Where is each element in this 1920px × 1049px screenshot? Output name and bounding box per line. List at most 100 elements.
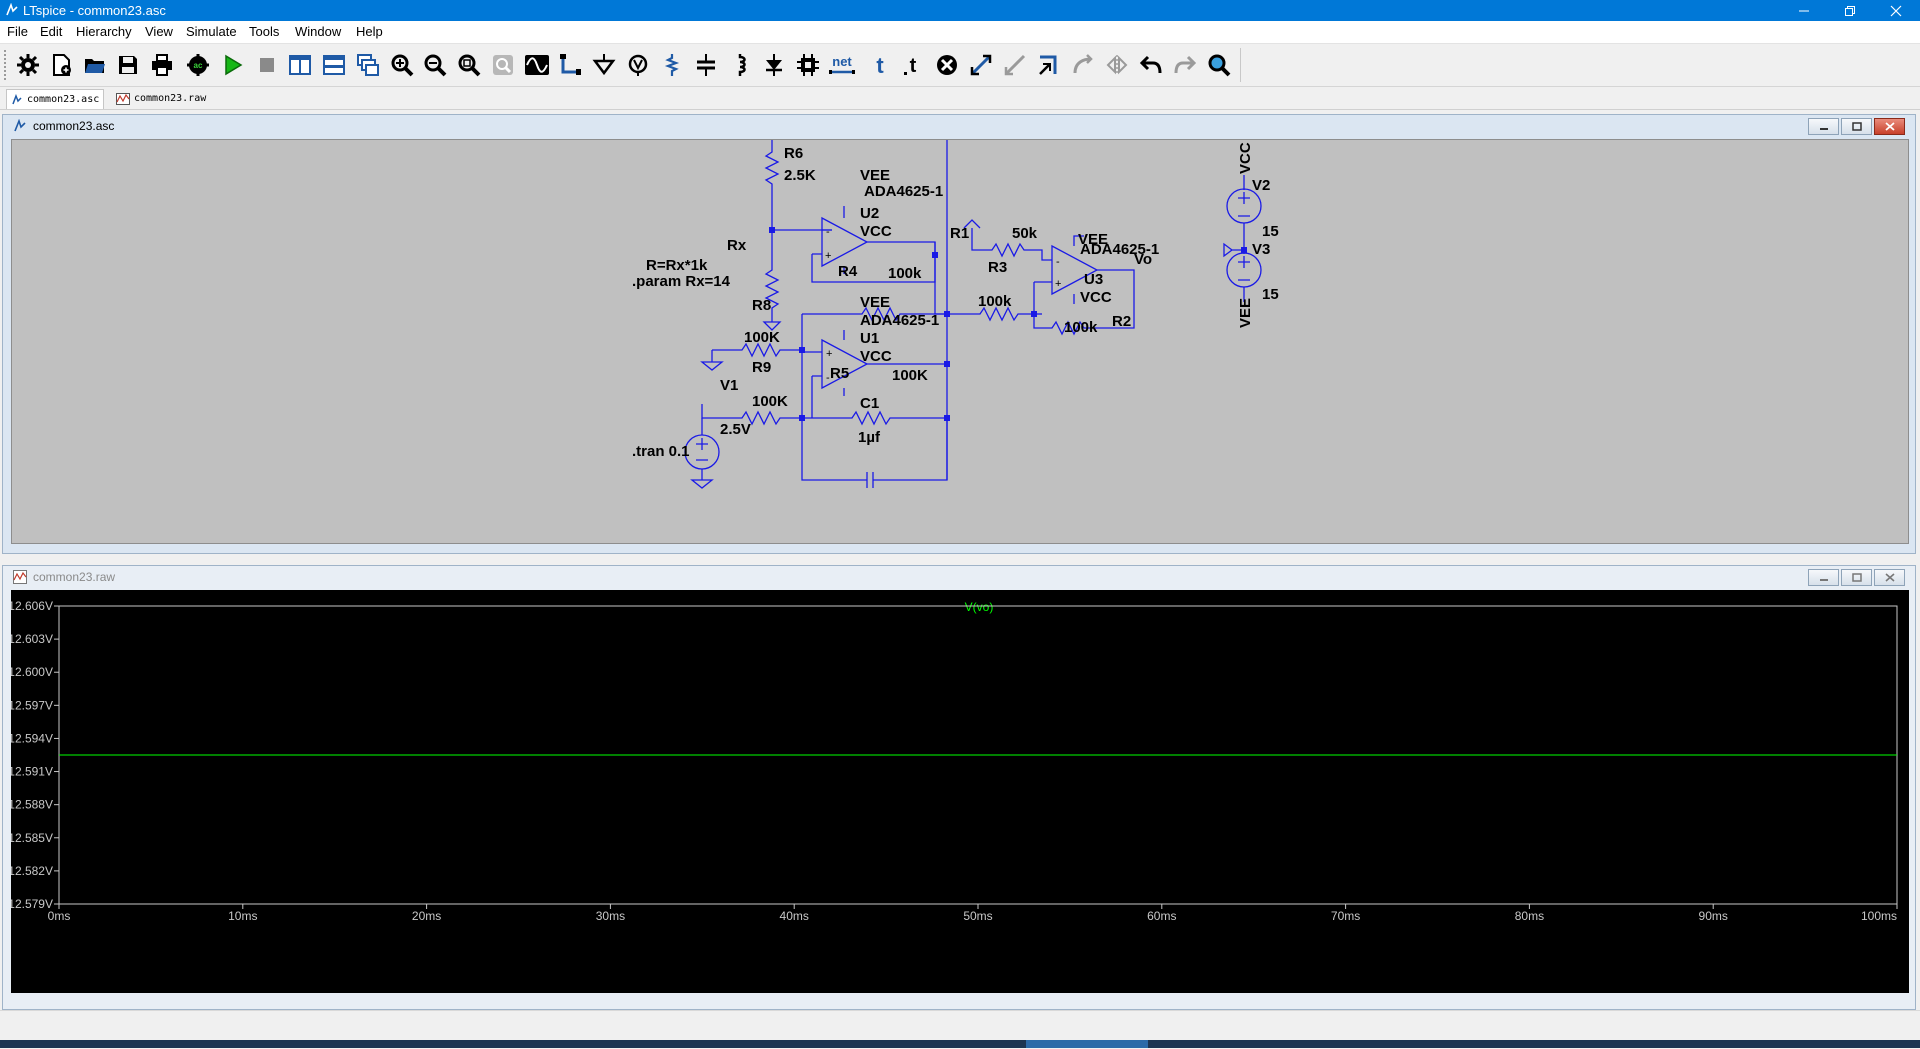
redo-button[interactable] <box>1171 51 1199 79</box>
schematic-window-title: common23.asc <box>33 119 115 133</box>
print-button[interactable] <box>148 51 176 79</box>
x-tick-label: 10ms <box>228 909 257 923</box>
resistor-icon <box>664 54 680 76</box>
rotate-button[interactable] <box>1035 51 1063 79</box>
wire-button[interactable] <box>556 51 584 79</box>
r3-value: 100k <box>978 293 1012 310</box>
resistor-button[interactable] <box>658 51 686 79</box>
flip-button[interactable] <box>1103 51 1131 79</box>
u3-vcc: VCC <box>1080 289 1112 306</box>
toolbar-grip[interactable] <box>4 50 10 80</box>
menu-tools[interactable]: Tools <box>249 24 280 39</box>
undo-button[interactable] <box>1137 51 1165 79</box>
waveform-close-button[interactable] <box>1874 569 1905 586</box>
ac-analysis-button[interactable]: ac <box>184 51 212 79</box>
taskbar <box>0 1040 1920 1048</box>
control-panel-button[interactable] <box>14 51 42 79</box>
save-icon <box>119 56 137 74</box>
r2-value: 100k <box>1064 319 1098 336</box>
menu-help[interactable]: Help <box>356 24 383 39</box>
taskbar-active-item[interactable] <box>1026 1040 1148 1048</box>
r4-label: R4 <box>838 263 858 280</box>
autorange-button[interactable] <box>523 51 551 79</box>
halt-button[interactable] <box>253 51 281 79</box>
zoom-fit-button[interactable] <box>455 51 483 79</box>
halt-icon <box>260 58 274 72</box>
v3-label: V3 <box>1252 241 1270 258</box>
menu-bar: File Edit Hierarchy View Simulate Tools … <box>0 21 1920 44</box>
zoom-in-button[interactable] <box>388 51 416 79</box>
new-schematic-button[interactable] <box>48 51 76 79</box>
zoom-out-button[interactable] <box>421 51 449 79</box>
schematic-maximize-button[interactable] <box>1841 118 1872 135</box>
tile-horizontal-button[interactable] <box>320 51 348 79</box>
svg-text:+: + <box>1055 278 1061 290</box>
label-button[interactable] <box>624 51 652 79</box>
move-button[interactable] <box>967 51 995 79</box>
delete-button[interactable] <box>933 51 961 79</box>
waveform-maximize-button[interactable] <box>1841 569 1872 586</box>
ground-button[interactable] <box>590 51 618 79</box>
schematic-window-titlebar[interactable]: common23.asc <box>3 115 1915 137</box>
capacitor-button[interactable] <box>692 51 720 79</box>
waveform-minimize-button[interactable] <box>1808 569 1839 586</box>
spice-directive-button[interactable]: t <box>899 51 927 79</box>
run-button[interactable] <box>219 51 247 79</box>
close-button[interactable] <box>1873 0 1919 21</box>
document-tabs: common23.asc common23.raw <box>0 87 1920 110</box>
zoom-back-button[interactable] <box>489 51 517 79</box>
v2-value: 15 <box>1262 223 1279 240</box>
drag-button[interactable] <box>1001 51 1029 79</box>
v1-label: V1 <box>720 377 738 394</box>
tab-schematic-label: common23.asc <box>27 94 100 105</box>
trace-legend-vvo[interactable]: V(vo) <box>965 600 994 614</box>
minimize-button[interactable] <box>1781 0 1827 21</box>
menu-file[interactable]: File <box>7 24 28 39</box>
save-button[interactable] <box>114 51 142 79</box>
y-tick-label: 12.606V <box>11 599 53 613</box>
open-button[interactable] <box>81 51 109 79</box>
text-button[interactable]: t <box>866 51 894 79</box>
move-icon <box>970 54 992 76</box>
menu-edit[interactable]: Edit <box>40 24 63 39</box>
tab-waveform[interactable]: common23.raw <box>112 89 210 108</box>
minimize-icon <box>1799 10 1809 11</box>
tile-vertical-button[interactable] <box>286 51 314 79</box>
circuit-diagram[interactable]: -+ +- -+ R6 2.5K Rx R=Rx*1k .param Rx=14… <box>12 140 1908 543</box>
rx-label: Rx <box>727 237 747 254</box>
component-button[interactable] <box>794 51 822 79</box>
tile-horizontal-icon <box>323 55 345 75</box>
ac-analysis-icon: ac <box>187 54 209 76</box>
diode-button[interactable] <box>760 51 788 79</box>
menu-view[interactable]: View <box>145 24 173 39</box>
menu-window[interactable]: Window <box>295 24 342 39</box>
mirror-button[interactable] <box>1069 51 1097 79</box>
find-button[interactable] <box>1205 51 1233 79</box>
schematic-close-button[interactable] <box>1874 118 1905 135</box>
autorange-icon <box>525 55 549 75</box>
schematic-canvas[interactable]: -+ +- -+ R6 2.5K Rx R=Rx*1k .param Rx=14… <box>11 139 1909 544</box>
minimize-icon <box>1819 127 1828 130</box>
tab-schematic[interactable]: common23.asc <box>6 89 105 109</box>
drag-icon <box>1004 54 1026 76</box>
tran-directive: .tran 0.1 <box>632 443 690 460</box>
tile-vertical-icon <box>289 55 311 75</box>
v3-value: 15 <box>1262 286 1279 303</box>
menu-hierarchy[interactable]: Hierarchy <box>76 24 132 39</box>
schematic-minimize-button[interactable] <box>1808 118 1839 135</box>
rotate-icon <box>1039 55 1057 75</box>
net-label-icon: net <box>829 54 855 74</box>
waveform-chart[interactable]: V(vo) 12.606V12.603V12.600V12.597V12.594… <box>8 590 1909 993</box>
waveform-window-titlebar[interactable]: common23.raw <box>3 566 1915 588</box>
diode-icon <box>766 54 782 76</box>
menu-simulate[interactable]: Simulate <box>186 24 237 39</box>
title-bar: LTspice - common23.asc <box>0 0 1920 21</box>
restore-button[interactable] <box>1827 0 1873 21</box>
x-tick-label: 90ms <box>1699 909 1728 923</box>
cascade-button[interactable] <box>354 51 382 79</box>
net-label-button[interactable]: net <box>828 51 856 79</box>
svg-text:ac: ac <box>194 61 203 70</box>
inductor-button[interactable] <box>726 51 754 79</box>
